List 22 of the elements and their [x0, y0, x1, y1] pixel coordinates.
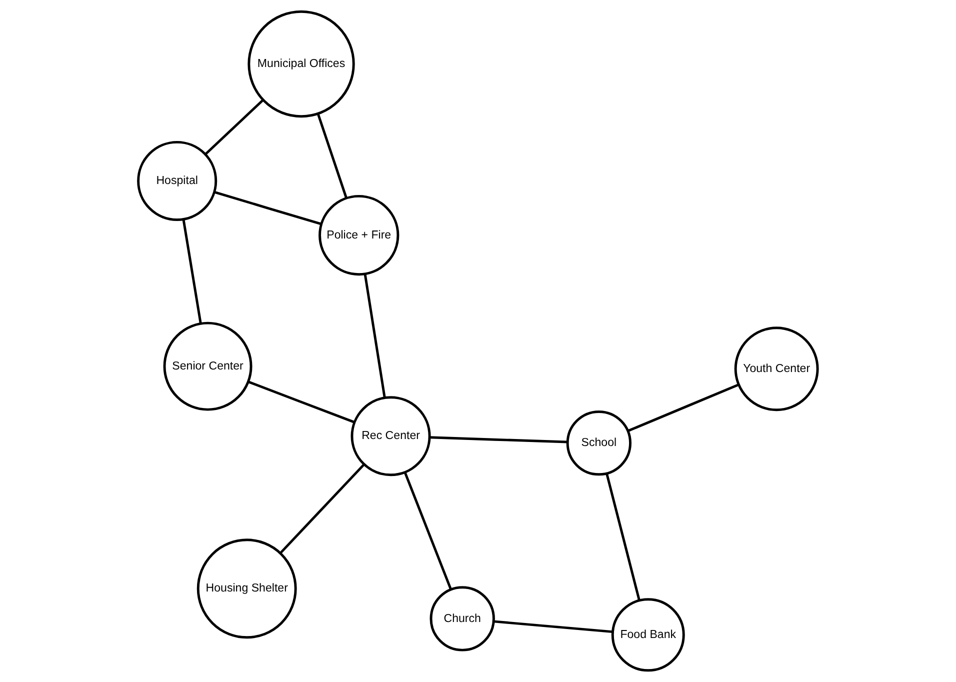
connector [627, 384, 739, 432]
connector [214, 190, 322, 226]
node-circle: Youth Center [734, 326, 819, 412]
connector [280, 464, 365, 554]
connector [204, 99, 264, 156]
node-circle: Police + Fire [318, 194, 400, 276]
connector [494, 620, 613, 634]
connector [606, 473, 640, 601]
connector [430, 436, 568, 444]
connector [248, 380, 355, 424]
node-circle: Church [430, 586, 495, 652]
connector [316, 113, 348, 198]
node-circle: Rec Center [350, 396, 431, 476]
node-circle: Housing Shelter [196, 538, 297, 639]
connector [182, 219, 202, 324]
node-circle: School [566, 410, 632, 476]
connector [404, 472, 452, 590]
connector [364, 274, 386, 398]
node-circle: Senior Center [163, 322, 252, 411]
node-circle: Municipal Offices [248, 10, 355, 118]
node-circle: Food Bank [611, 598, 685, 672]
node-circle: Hospital [137, 140, 218, 221]
